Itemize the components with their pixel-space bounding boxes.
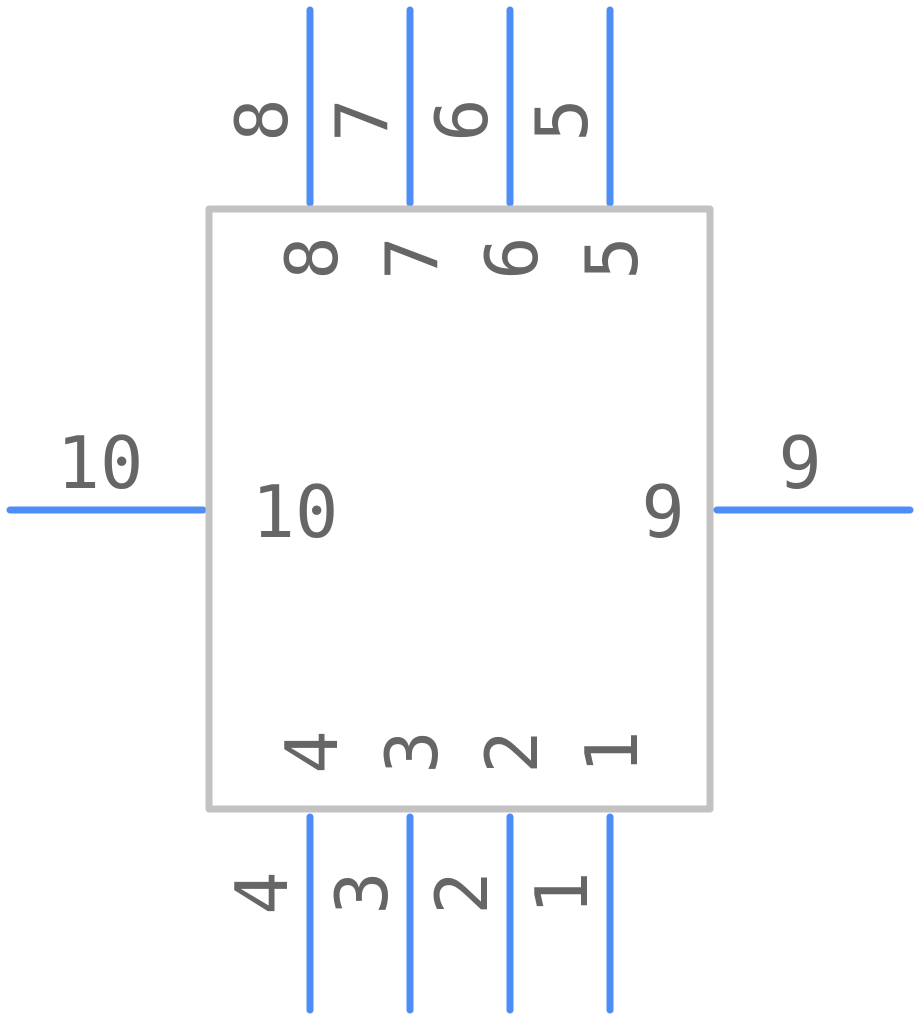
pin-10-number: 10: [57, 421, 144, 505]
pin-2-number: 2: [420, 871, 504, 914]
pin-4-name: 4: [270, 730, 354, 773]
pin-1-name: 1: [570, 730, 654, 773]
pin-6-name: 6: [470, 236, 554, 279]
pin-7-number: 7: [320, 98, 404, 141]
pin-9-name: 9: [641, 470, 684, 554]
pin-5-number: 5: [520, 98, 604, 141]
pin-7-name: 7: [370, 236, 454, 279]
pin-2-name: 2: [470, 730, 554, 773]
pin-9-number: 9: [778, 421, 821, 505]
pin-10-name: 10: [252, 470, 339, 554]
pin-6-number: 6: [420, 98, 504, 141]
pin-8-number: 8: [220, 98, 304, 141]
pins-layer: [6, 6, 914, 1014]
pin-3-name: 3: [370, 730, 454, 773]
pin-4-number: 4: [220, 871, 304, 914]
pin-8-name: 8: [270, 236, 354, 279]
component-body: [205, 205, 714, 813]
pin-5-name: 5: [570, 236, 654, 279]
pin-3-number: 3: [320, 871, 404, 914]
pin-1-number: 1: [520, 871, 604, 914]
